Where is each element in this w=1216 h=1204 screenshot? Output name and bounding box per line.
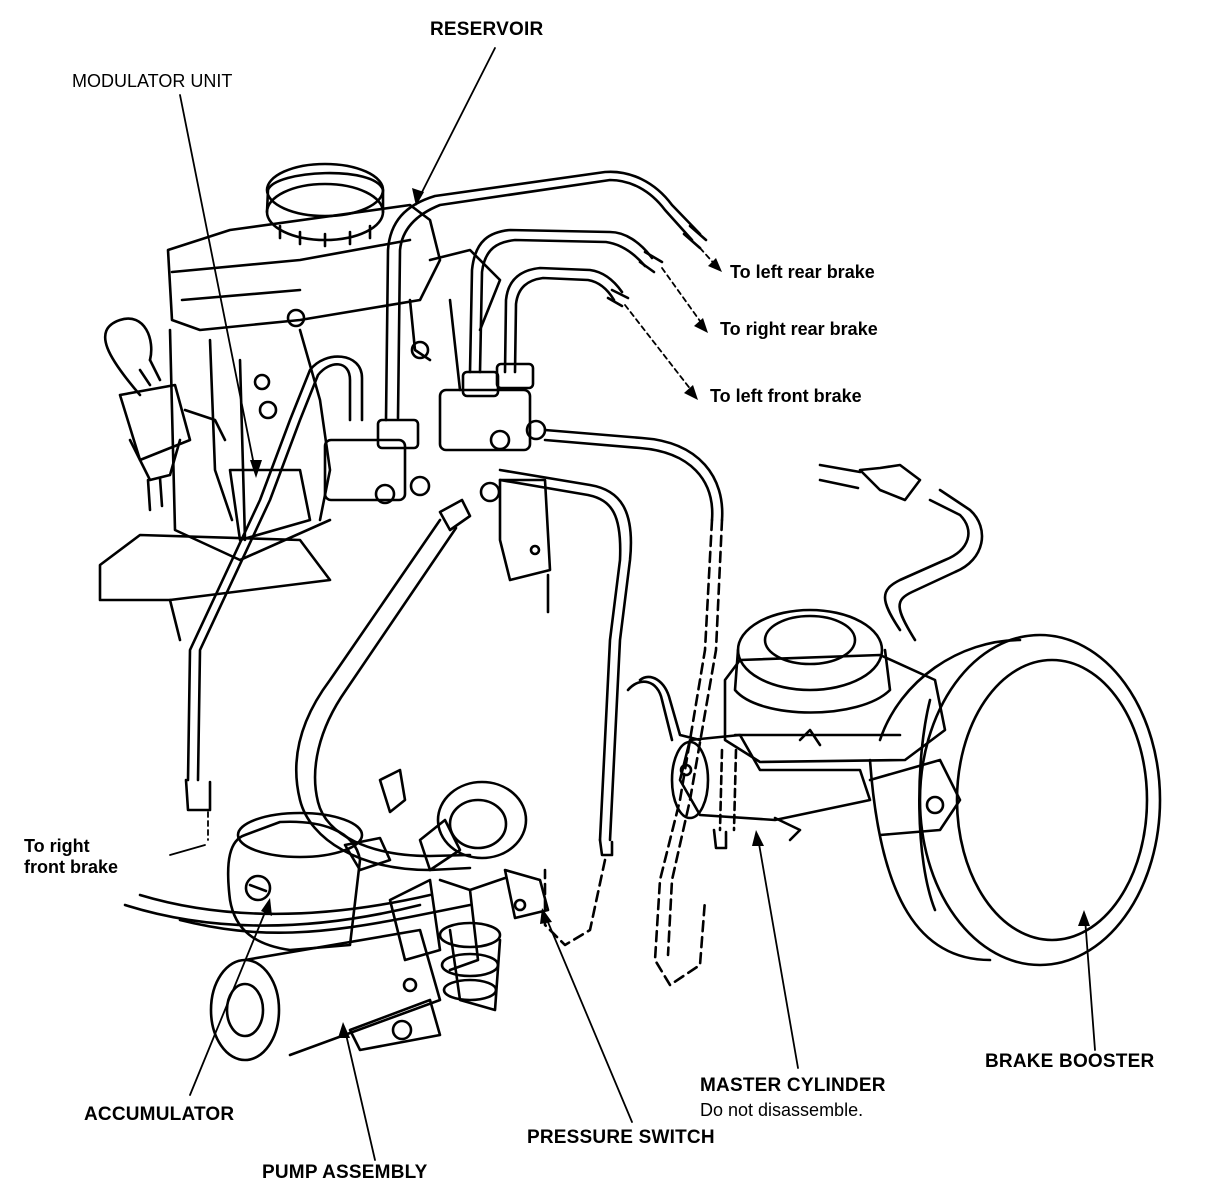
label-reservoir: RESERVOIR: [430, 19, 544, 40]
label-arrowheads: [250, 188, 1090, 1038]
label-pump-assembly: PUMP ASSEMBLY: [262, 1162, 428, 1183]
label-to-left-front-brake: To left front brake: [710, 386, 862, 406]
label-to-right-front-brake-line1: To right: [24, 836, 90, 856]
pump-assembly: [209, 768, 528, 1062]
electrical-connector: [103, 317, 227, 512]
label-to-right-front-brake-line2: front brake: [24, 856, 119, 877]
label-pressure-switch: PRESSURE SWITCH: [527, 1127, 715, 1148]
reservoir-cap: [265, 162, 385, 248]
master-cylinder-line: [498, 428, 724, 987]
master-cylinder: [626, 608, 947, 850]
brake-lines-top: [384, 170, 708, 422]
label-to-right-rear-brake: To right rear brake: [720, 319, 878, 339]
label-brake-booster: BRAKE BOOSTER: [985, 1051, 1155, 1072]
destination-arrowheads: [684, 258, 722, 400]
pressure-switch: [468, 868, 550, 920]
accumulator: [226, 811, 364, 952]
label-master-cylinder: MASTER CYLINDER: [700, 1075, 886, 1096]
label-master-cylinder-note: Do not disassemble.: [700, 1100, 864, 1120]
label-accumulator: ACCUMULATOR: [84, 1104, 235, 1125]
pump-hose: [294, 498, 472, 872]
modulator-body: [98, 203, 552, 642]
label-to-left-rear-brake: To left rear brake: [730, 262, 875, 282]
brake-booster: [818, 463, 1162, 967]
label-to-right-front-brake: To right front brake: [24, 836, 118, 877]
label-modulator-unit: MODULATOR UNIT: [72, 71, 233, 91]
label-leaders: [179, 47, 1096, 1161]
